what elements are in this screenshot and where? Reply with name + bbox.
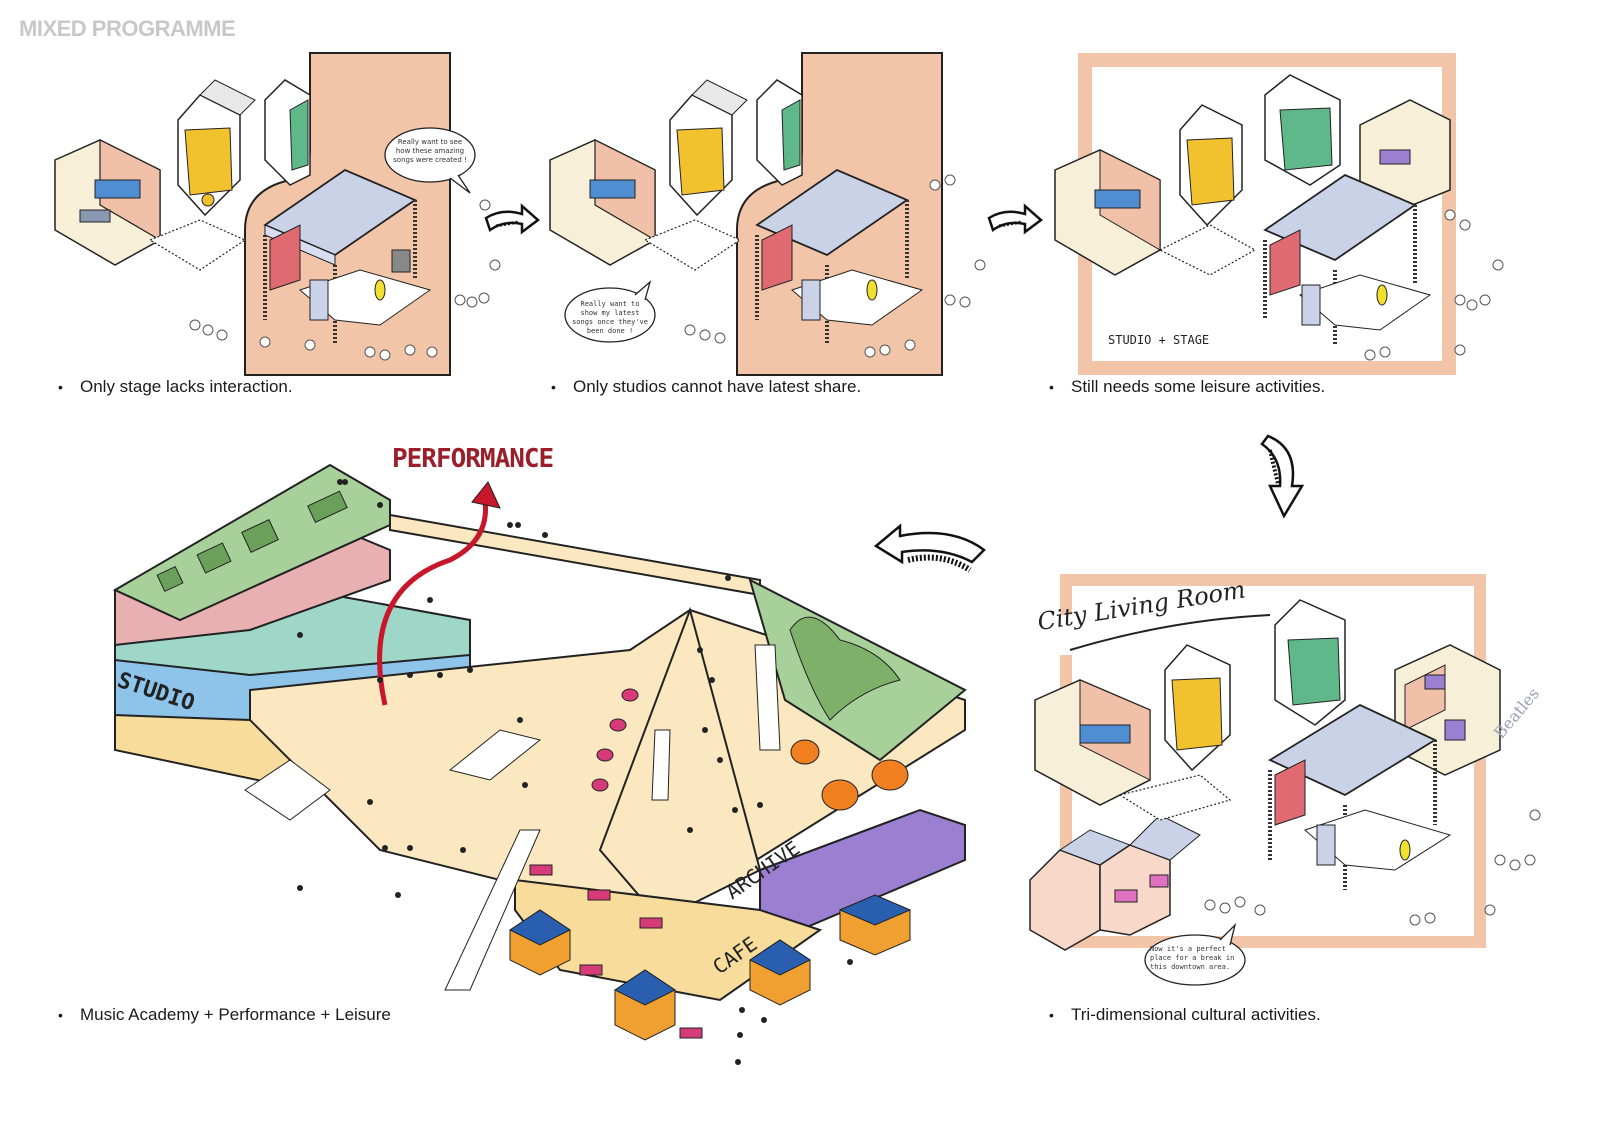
panel-studios-only: Really want to show my latest songs once… (540, 0, 1000, 410)
studio-room-green (264, 79, 311, 186)
walkway (1118, 774, 1232, 821)
cafe-kiosks (509, 894, 912, 1041)
panel-studio-stage-illustration (1054, 53, 1504, 375)
bullet-icon: • (58, 379, 63, 395)
panel-music-academy: PERFORMANCE STUDIO ARCHIVE CAFE •Music A… (0, 430, 1000, 1070)
arrow-panel3-to-panel5 (1260, 434, 1305, 519)
crowd (684, 174, 986, 358)
caption-text: Only stage lacks interaction. (80, 377, 293, 396)
caption-text: Tri-dimensional cultural activities. (1071, 1005, 1321, 1024)
people (297, 479, 853, 1065)
speech-bubble-3-text: Now it's a perfect place for a break in … (1150, 945, 1235, 971)
arrow-panel2-to-panel3 (987, 203, 1043, 235)
panel-studio-stage: STUDIO + STAGE • Still needs some leisure… (1040, 0, 1560, 410)
speech-bubble-3 (1144, 922, 1246, 986)
speech-bubble-2-text: Really want to show my latest songs once… (572, 300, 648, 335)
tree (871, 759, 909, 791)
studio-room-blue (1054, 149, 1161, 276)
studio-room-purple (1359, 99, 1451, 211)
caption-stage-only: • Only stage lacks interaction. (58, 377, 293, 397)
crowd (1204, 809, 1541, 926)
studio-room-blue (54, 139, 161, 266)
caption-text: Only studios cannot have latest share. (573, 377, 862, 396)
performance-arrow-head (471, 481, 501, 509)
studio-room-yellow (177, 79, 256, 217)
tree (790, 739, 820, 765)
heading-underline (1069, 614, 1271, 651)
walkway (643, 219, 742, 271)
stairs (244, 644, 781, 991)
label-performance: PERFORMANCE (392, 444, 554, 474)
roof-plantings (156, 490, 348, 593)
studio-room-blue (549, 139, 656, 266)
caption-music-academy: • Music Academy + Performance + Leisure (58, 1005, 391, 1025)
walkway (1158, 224, 1257, 276)
frame-label-studio-stage: STUDIO + STAGE (1108, 333, 1210, 347)
studio-room-green (1274, 599, 1346, 726)
panel-city-living-room: City Living Room Beatles Now it's a perf… (1020, 560, 1580, 1040)
panel-stage-only: Really want to see how these amazing son… (0, 0, 540, 410)
studio-room-blue (1034, 679, 1151, 806)
studio-room-yellow (1164, 644, 1231, 772)
speech-bubble-1 (384, 127, 476, 194)
kiosk-houses (1029, 814, 1201, 951)
crowd (189, 199, 501, 361)
cafe-tables (529, 688, 703, 1039)
stage (1263, 173, 1432, 345)
arrow-panel5-to-panel4 (873, 523, 986, 573)
bullet-icon: • (551, 379, 556, 395)
panel-studios-only-illustration (549, 52, 986, 376)
studio-room-yellow (669, 79, 748, 217)
tree (821, 779, 859, 811)
panel-music-academy-illustration (112, 463, 967, 1065)
walkway (148, 219, 247, 271)
page-title: MIXED PROGRAMME (19, 16, 236, 41)
crowd (1364, 209, 1504, 361)
studio-room-yellow (1179, 104, 1243, 227)
caption-city-living-room: • Tri-dimensional cultural activities. (1049, 1005, 1321, 1025)
bridge-upper (389, 513, 761, 597)
bullet-icon: • (58, 1007, 63, 1023)
caption-studios-only: • Only studios cannot have latest share. (551, 377, 861, 397)
studio-room-green (1264, 74, 1341, 186)
speech-bubble-2 (564, 280, 656, 343)
panel-city-living-room-illustration (1029, 574, 1541, 986)
bullet-icon: • (1049, 379, 1054, 395)
caption-studio-stage: • Still needs some leisure activities. (1049, 377, 1325, 397)
stage (263, 168, 432, 345)
speech-bubble-1-text: Really want to see how these amazing son… (393, 138, 467, 164)
stage (755, 168, 924, 345)
caption-text: Music Academy + Performance + Leisure (80, 1005, 391, 1024)
stage (1268, 703, 1452, 890)
studio-room-green (756, 79, 803, 186)
caption-text: Still needs some leisure activities. (1071, 377, 1326, 396)
bullet-icon: • (1049, 1007, 1054, 1023)
arrow-panel1-to-panel2 (484, 203, 540, 235)
performance-arrow (377, 499, 489, 706)
panel-stage-only-illustration (54, 52, 501, 376)
